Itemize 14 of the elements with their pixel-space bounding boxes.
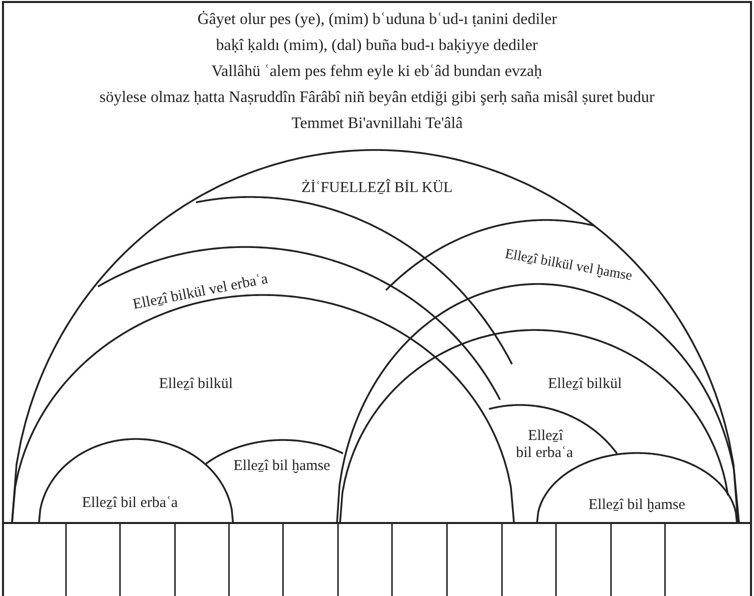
heading-text: Ġâyet olur pes (ye), (mim) bʿuduna bʿud-ı ṭanini dediler xyxy=(198,11,557,30)
region-label: Elleẕî bil erbaʿa xyxy=(82,494,178,512)
region-label: ŻİʿFUELLEẔÎ BİL KÜL xyxy=(302,180,453,197)
region-label: Elleẕî bilkül vel ḫamse xyxy=(503,246,633,286)
heading-text: Vallâhü ʿalem pes fehm eyle ki ebʿâd bundan evzaḥ xyxy=(212,63,542,82)
heading-text: Temmet Bi'avnillahi Te'âlâ xyxy=(292,115,463,134)
heading-text: baḳî ḳaldı (mim), (dal) buña bud-ı baḳiyye dediler xyxy=(216,37,538,56)
heading-text: söylese olmaz ḥatta Naṣruddîn Fârâbî niñ beyân etdiği gibi şerḥ saña misâl ṣuret budur xyxy=(100,89,654,108)
region-label: Elleẕî bil ḫamse xyxy=(588,496,686,514)
region-label: Elleẕî bilkül xyxy=(548,376,622,393)
region-label: Elleẕî bilkül xyxy=(159,376,233,393)
region-label: Elleẕî bil ḫamse xyxy=(234,458,330,475)
region-label: Elleẕî bilkül vel erbaʿa xyxy=(131,270,269,314)
region-label: Elleẕî bil erbaʿa xyxy=(516,428,574,462)
